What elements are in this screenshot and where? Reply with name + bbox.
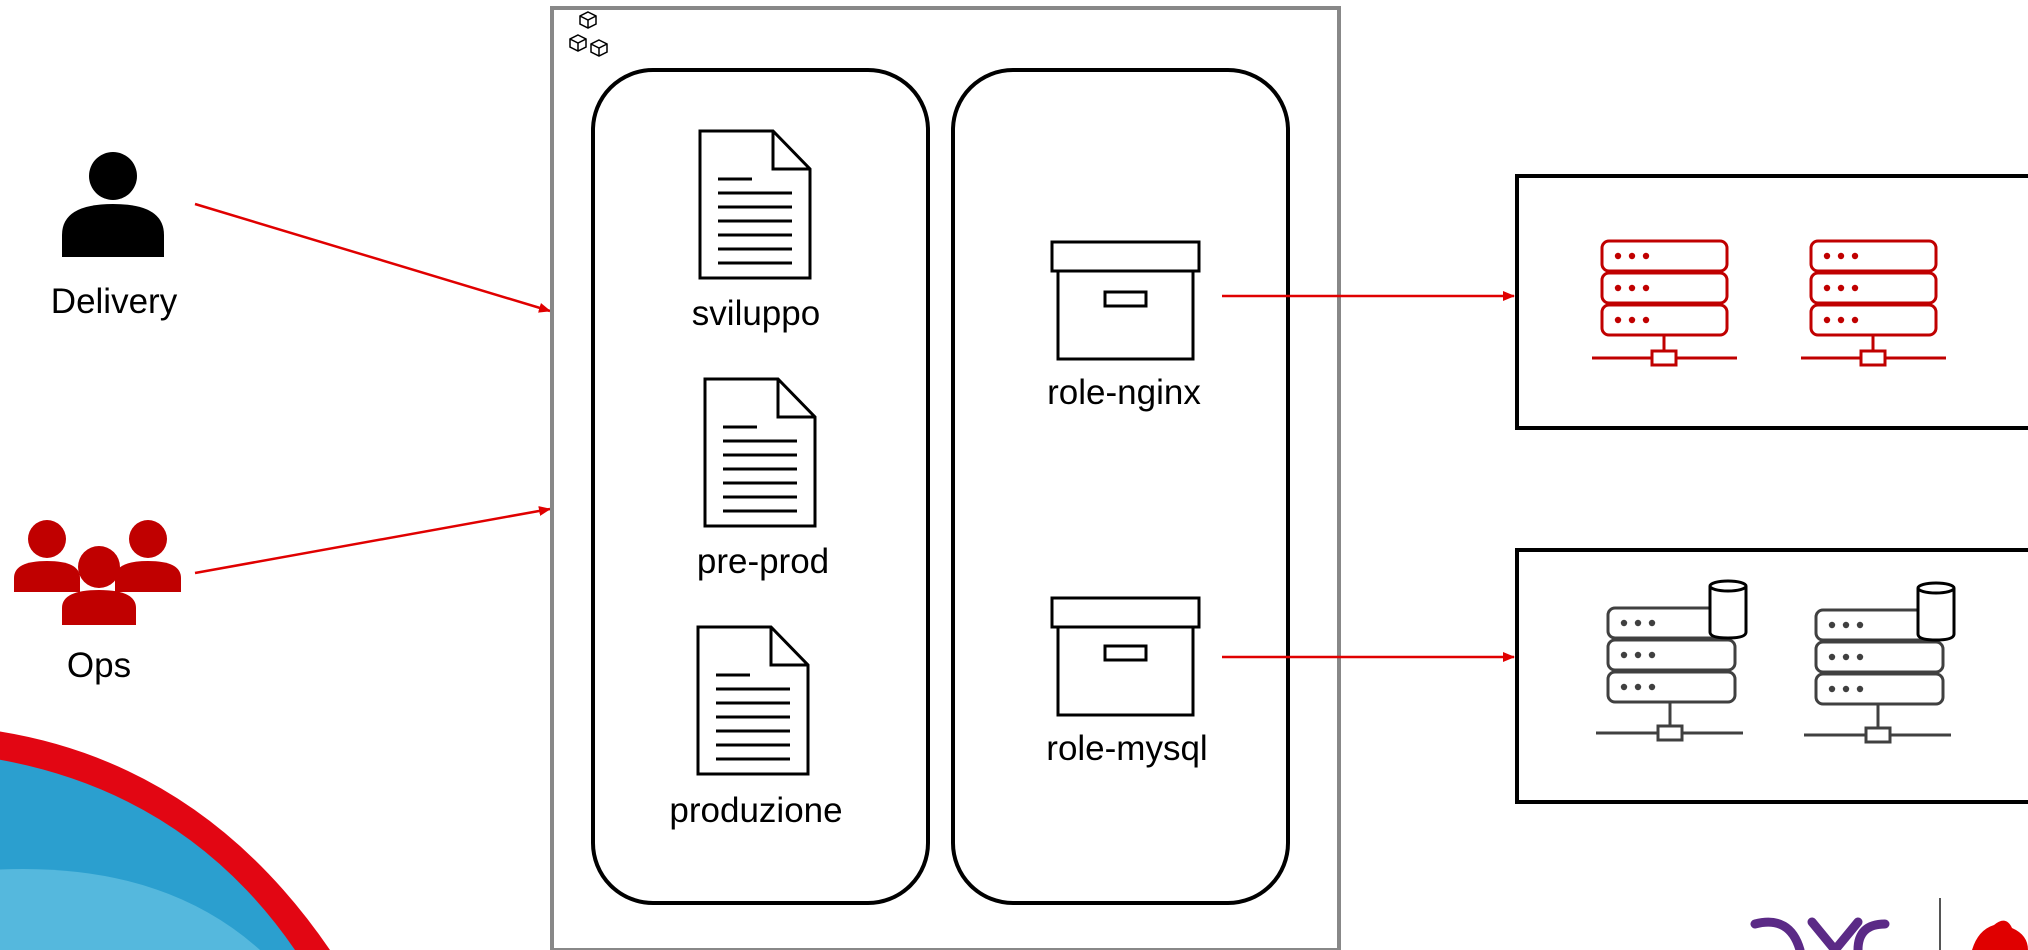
inventory-label-sviluppo: sviluppo <box>691 294 821 333</box>
document-icon <box>696 625 810 776</box>
archive-box-icon <box>1050 240 1201 361</box>
roles-group <box>951 68 1290 905</box>
database-server-icon <box>1596 579 1748 742</box>
server-rack-icon <box>1801 239 1946 367</box>
actor-label-ops: Ops <box>66 646 132 685</box>
ops-arrow <box>194 506 551 575</box>
role-label-nginx: role-nginx <box>1047 373 1201 412</box>
role-label-mysql: role-mysql <box>1046 729 1208 768</box>
ops-team-icon <box>14 520 181 625</box>
actor-label-delivery: Delivery <box>50 282 178 321</box>
server-rack-icon <box>1592 239 1737 367</box>
document-icon <box>703 377 817 528</box>
database-server-icon <box>1804 581 1956 744</box>
delivery-arrow <box>194 202 551 313</box>
delivery-person-icon <box>62 152 164 257</box>
inventory-label-produzione: produzione <box>669 791 843 830</box>
playbook-container <box>550 6 1341 950</box>
inventory-group <box>591 68 930 905</box>
archive-box-icon <box>1050 596 1201 717</box>
company-logo <box>1750 898 2028 950</box>
inventory-label-pre-prod: pre-prod <box>696 542 830 581</box>
decorative-swoosh <box>0 731 330 950</box>
web-hosts-group <box>1515 174 2028 430</box>
document-icon <box>698 129 812 280</box>
db-hosts-group <box>1515 548 2028 804</box>
cubes-icon <box>569 11 608 57</box>
